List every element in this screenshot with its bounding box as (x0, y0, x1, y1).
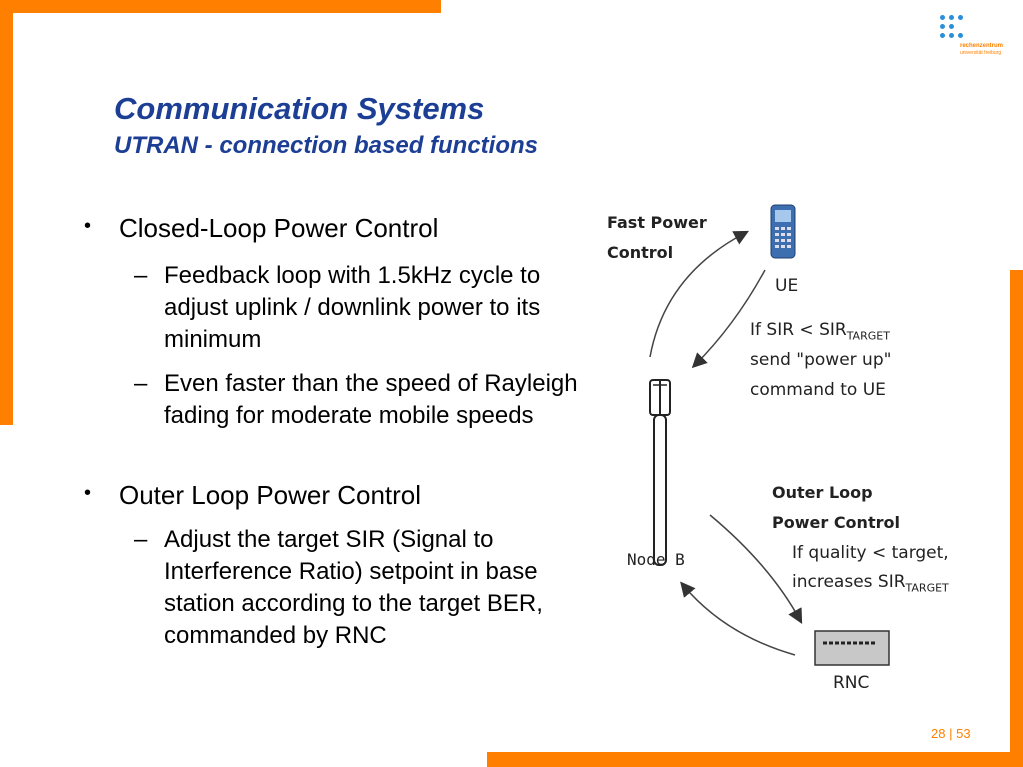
logo-dots-icon (940, 13, 980, 49)
subbullet-text: Adjust the target SIR (Signal to Interfe… (164, 526, 543, 649)
left-accent-bar (0, 0, 13, 425)
ue-label: UE (775, 276, 799, 296)
bullet-dot-icon: • (84, 215, 92, 237)
subbullet-text: Feedback loop with 1.5kHz cycle to adjus… (164, 262, 541, 353)
page-number: 28 | 53 (931, 726, 971, 741)
node-b-tower-icon (649, 379, 671, 566)
rnc-label: RNC (833, 673, 870, 693)
quality-subscript: TARGET (905, 581, 949, 595)
sir-condition-label: If SIR < SIRTARGET (750, 320, 890, 342)
dash-icon: – (134, 370, 148, 397)
top-accent-bar (0, 0, 441, 13)
university-logo: rechenzentrum universität freiburg (940, 13, 1004, 63)
diagram-graphics (649, 204, 890, 666)
rnc-box-icon (814, 630, 890, 666)
page-total: 53 (956, 726, 971, 741)
logo-line-2: universität freiburg (960, 50, 1002, 56)
fast-power-label-1: Fast Power (607, 213, 707, 232)
sir-subscript: TARGET (846, 329, 890, 343)
outer-loop-label-1: Outer Loop (772, 483, 873, 502)
node-b-label: Node B (627, 550, 685, 569)
page-title: Communication Systems (114, 91, 485, 126)
ue-phone-icon (770, 204, 796, 259)
quality-condition-label: If quality < target, (792, 543, 949, 563)
page-subtitle: UTRAN - connection based functions (114, 132, 539, 159)
bullet-text: Closed-Loop Power Control (119, 213, 439, 243)
sir-action-label-1: send "power up" (750, 350, 892, 370)
outer-loop-arrow-down (709, 514, 803, 624)
bullet-text: Outer Loop Power Control (119, 480, 422, 510)
fast-power-arrow-down (691, 269, 766, 369)
outer-loop-arrow-up (680, 581, 796, 656)
quality-text: increases SIR (792, 572, 906, 592)
page-separator: | (949, 726, 953, 741)
dash-icon: – (134, 526, 148, 553)
right-accent-bar (1010, 270, 1023, 767)
subbullet-text: Even faster than the speed of Rayleigh f… (164, 370, 578, 429)
sir-action-label-2: command to UE (750, 380, 886, 400)
bottom-accent-bar (487, 752, 1023, 767)
outer-loop-label-2: Power Control (772, 513, 900, 532)
bullet-dot-icon: • (84, 482, 92, 504)
logo-line-1: rechenzentrum (960, 43, 1004, 49)
quality-action-label: increases SIRTARGET (792, 572, 949, 594)
dash-icon: – (134, 262, 148, 289)
power-control-diagram: Fast Power Control UE If SIR < SIRTARGET… (595, 195, 1005, 705)
sir-text: If SIR < SIR (750, 320, 847, 340)
fast-power-arrow-up (649, 230, 749, 358)
page-current: 28 (931, 726, 946, 741)
fast-power-label-2: Control (607, 243, 674, 262)
